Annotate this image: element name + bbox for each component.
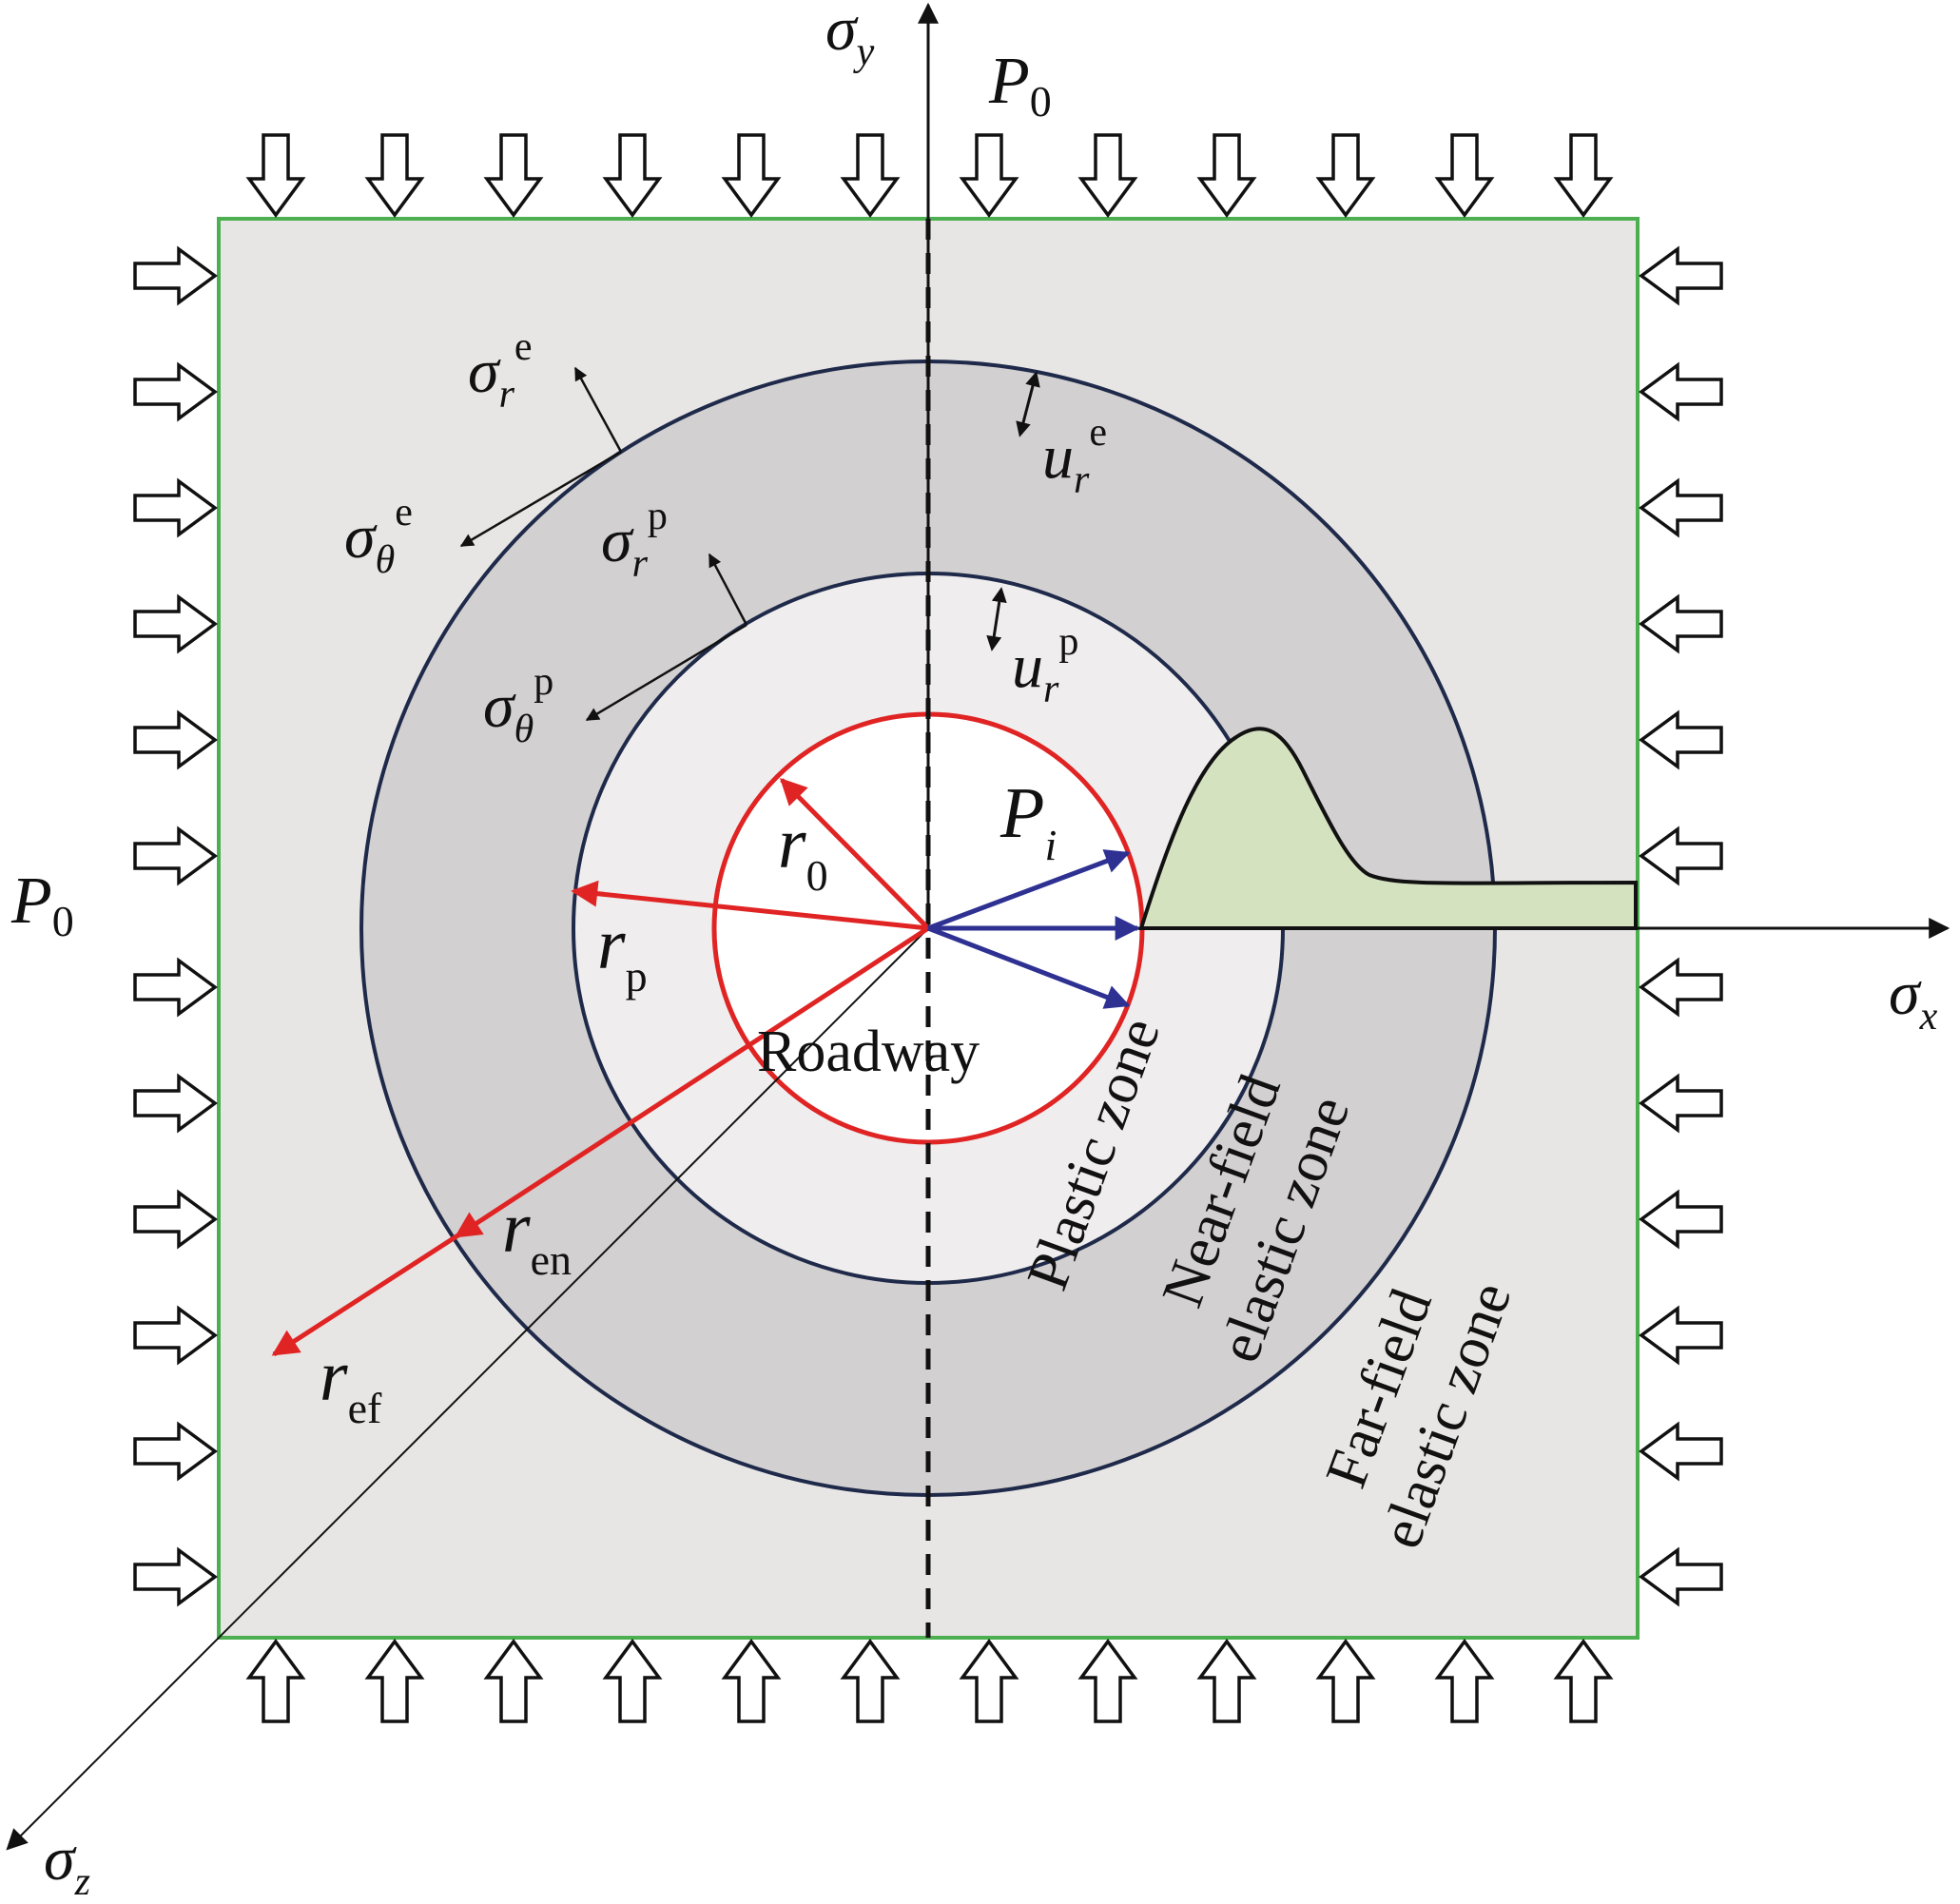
- load-arrow-top: [1196, 133, 1257, 218]
- u-r-p-label: urp: [1012, 620, 1078, 711]
- load-arrow-right: [1639, 709, 1723, 770]
- r0-label: r0: [778, 804, 828, 900]
- pi-arrow-lower: [927, 925, 1131, 1009]
- load-arrow-bottom: [483, 1639, 544, 1723]
- load-arrow-left: [133, 1546, 218, 1607]
- load-arrow-right: [1639, 957, 1723, 1018]
- z-axis: [6, 927, 929, 1851]
- load-arrow-right: [1639, 1546, 1723, 1607]
- load-arrow-top: [840, 133, 901, 218]
- rp-arrow: [571, 880, 929, 931]
- load-arrow-left: [133, 477, 218, 538]
- load-arrow-left: [133, 245, 218, 306]
- load-arrow-bottom: [721, 1639, 782, 1723]
- load-arrow-left: [133, 1421, 218, 1482]
- load-arrow-right: [1639, 361, 1723, 422]
- load-arrow-top: [1434, 133, 1495, 218]
- load-arrow-right: [1639, 1421, 1723, 1482]
- pi-arrow-upper: [927, 849, 1131, 931]
- load-arrow-left: [133, 826, 218, 886]
- sigma-x-label: σx: [1889, 959, 1938, 1039]
- sigma-r-p-label: σrp: [601, 495, 668, 586]
- load-arrow-right: [1639, 477, 1723, 538]
- ren-arrow: [454, 925, 930, 1239]
- sigma-theta-p-label: σθp: [483, 660, 553, 751]
- load-arrow-left: [133, 593, 218, 654]
- boundary-load-arrows: [133, 133, 1723, 1723]
- load-arrow-bottom: [1553, 1639, 1614, 1723]
- u-r-p-double-arrow: [986, 587, 1007, 651]
- load-arrow-bottom: [1434, 1639, 1495, 1723]
- sigma-r-e-arrow: [573, 366, 623, 453]
- load-arrow-left: [133, 1189, 218, 1250]
- p0-top-label: P0: [988, 45, 1052, 126]
- load-arrow-right: [1639, 245, 1723, 306]
- load-arrow-right: [1639, 1073, 1723, 1134]
- load-arrow-top: [721, 133, 782, 218]
- load-arrow-right: [1639, 1189, 1723, 1250]
- u-r-e-label: ure: [1042, 411, 1107, 502]
- load-arrow-top: [1077, 133, 1138, 218]
- u-r-e-double-arrow: [1016, 371, 1040, 437]
- load-arrow-right: [1639, 593, 1723, 654]
- sigma-theta-e-arrow: [459, 450, 622, 548]
- load-arrow-left: [133, 1305, 218, 1366]
- p0-left-label: P0: [10, 865, 74, 945]
- roadway-label: Roadway: [757, 1020, 980, 1084]
- load-arrow-top: [602, 133, 663, 218]
- pi-label: Pi: [999, 773, 1057, 869]
- sigma-theta-p-arrow: [585, 623, 747, 722]
- load-arrow-top: [959, 133, 1019, 218]
- load-arrow-top: [483, 133, 544, 218]
- near-field-zone-label: Near-field elastic zone: [1150, 1066, 1362, 1370]
- load-arrow-bottom: [959, 1639, 1019, 1723]
- load-arrow-bottom: [1077, 1639, 1138, 1723]
- load-arrow-right: [1639, 1305, 1723, 1366]
- load-arrow-top: [1553, 133, 1614, 218]
- load-arrow-left: [133, 361, 218, 422]
- load-arrow-top: [1315, 133, 1376, 218]
- load-arrow-top: [364, 133, 425, 218]
- load-arrow-right: [1639, 826, 1723, 886]
- sigma-r-e-label: σre: [468, 325, 533, 417]
- load-arrow-left: [133, 1073, 218, 1134]
- load-arrow-left: [133, 709, 218, 770]
- ref-label: ref: [320, 1336, 382, 1432]
- load-arrow-bottom: [364, 1639, 425, 1723]
- load-arrow-top: [245, 133, 306, 218]
- load-arrow-bottom: [602, 1639, 663, 1723]
- load-arrow-bottom: [840, 1639, 901, 1723]
- load-arrow-bottom: [245, 1639, 306, 1723]
- stress-distribution-curve: [1138, 727, 1638, 930]
- rp-label: rp: [597, 904, 648, 1001]
- load-arrow-bottom: [1196, 1639, 1257, 1723]
- load-arrow-bottom: [1315, 1639, 1376, 1723]
- r0-arrow: [780, 778, 930, 930]
- sigma-y-label: σy: [825, 0, 875, 74]
- sigma-z-label: σz: [44, 1824, 90, 1904]
- sigma-theta-e-label: σθe: [344, 491, 413, 582]
- sigma-r-p-arrow: [708, 553, 748, 626]
- ref-arrow: [271, 1234, 458, 1357]
- ren-label: ren: [502, 1188, 572, 1284]
- load-arrow-left: [133, 957, 218, 1018]
